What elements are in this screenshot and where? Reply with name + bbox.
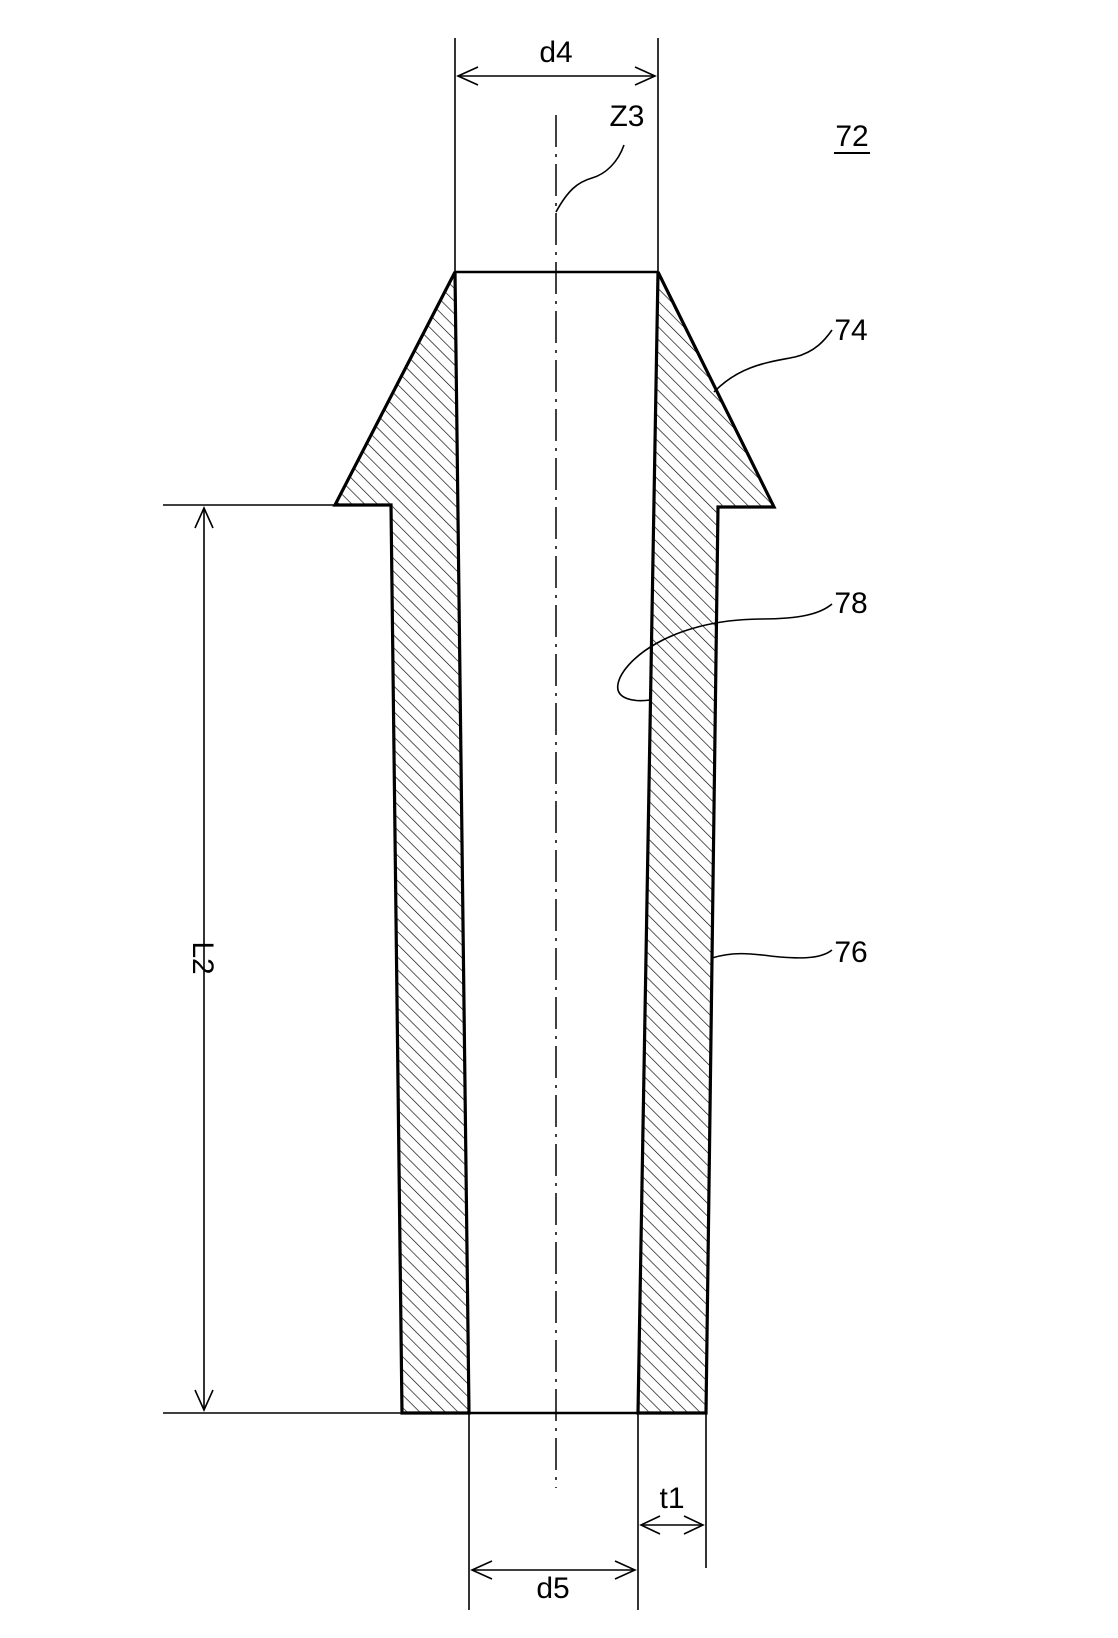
- label-d4: d4: [539, 36, 572, 69]
- right-wall-section: [638, 272, 774, 1413]
- label-t1: t1: [659, 1482, 684, 1515]
- leader-line-z3: [556, 145, 624, 212]
- leader-line-76: [712, 950, 832, 958]
- label-74: 74: [834, 314, 867, 347]
- label-figure-ref: 72: [835, 120, 868, 153]
- left-wall-section: [335, 272, 469, 1413]
- label-d5: d5: [536, 1572, 569, 1605]
- label-76: 76: [834, 936, 867, 969]
- label-l2: L2: [186, 941, 219, 974]
- label-z3: Z3: [609, 100, 644, 133]
- label-78: 78: [834, 587, 867, 620]
- leader-line-74: [714, 330, 832, 392]
